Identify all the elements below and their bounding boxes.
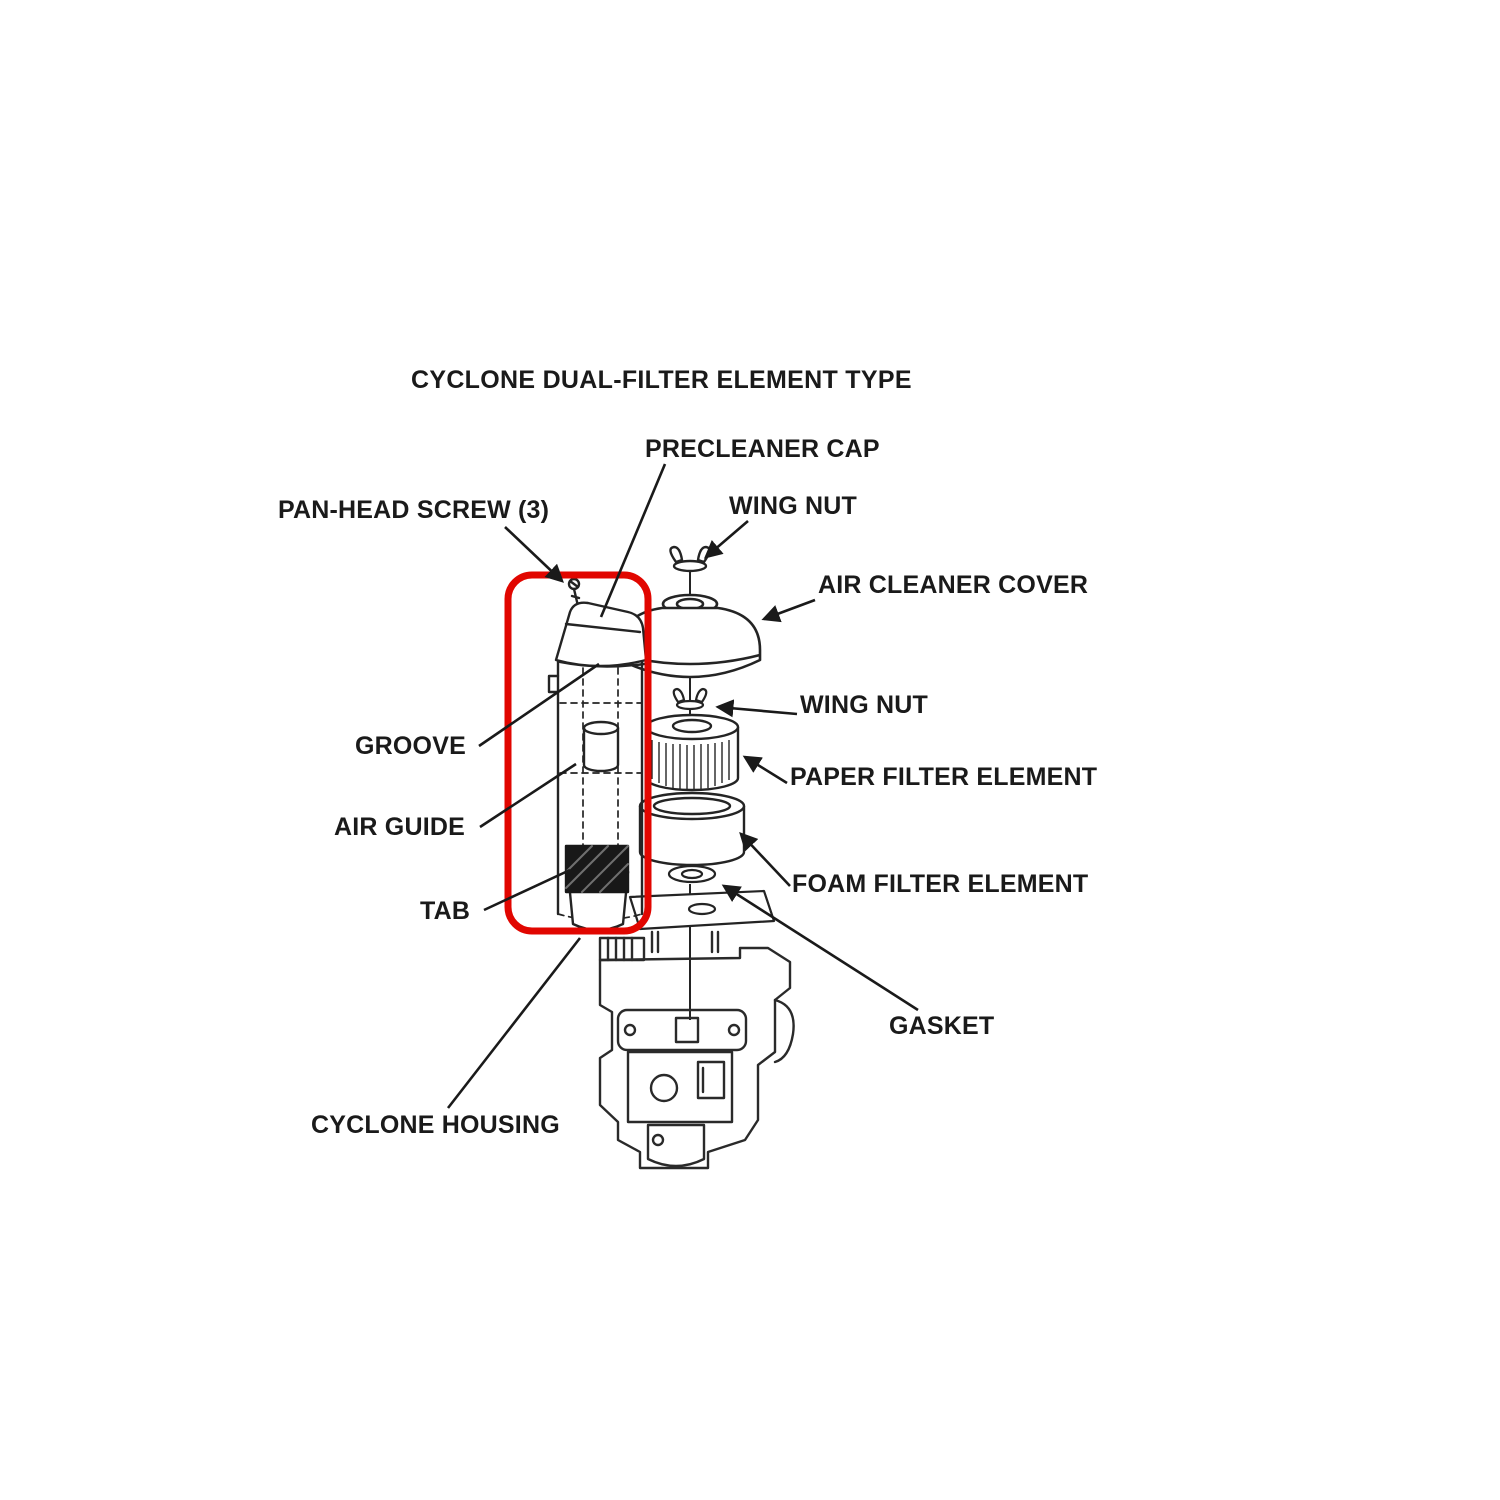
tab-drawing bbox=[564, 844, 630, 894]
highlight-box bbox=[504, 571, 652, 935]
leader-pan-head-screw bbox=[504, 526, 564, 583]
label-pan-head-screw: PAN-HEAD SCREW (3) bbox=[278, 496, 550, 524]
label-precleaner-cap: PRECLEANER CAP bbox=[645, 435, 880, 463]
label-wing-nut-lower: WING NUT bbox=[800, 691, 928, 719]
leader-groove bbox=[478, 662, 600, 748]
foam-filter-element-drawing bbox=[638, 791, 746, 867]
label-cyclone-housing: CYCLONE HOUSING bbox=[311, 1111, 560, 1139]
precleaner-cap-drawing bbox=[554, 601, 648, 668]
label-gasket: GASKET bbox=[889, 1012, 995, 1040]
cyclone-housing-drawing bbox=[547, 577, 648, 932]
leader-precleaner-cap bbox=[599, 463, 667, 618]
leader-gasket bbox=[721, 884, 919, 1012]
wing-nut-lower-drawing bbox=[672, 687, 708, 711]
label-foam-filter-element: FOAM FILTER ELEMENT bbox=[792, 870, 1089, 898]
leader-wing-nut-top bbox=[703, 520, 749, 559]
label-air-cleaner-cover: AIR CLEANER COVER bbox=[818, 571, 1089, 599]
leader-air-cleaner-cover bbox=[761, 598, 816, 623]
label-groove: GROOVE bbox=[355, 732, 466, 760]
paper-filter-element-drawing bbox=[644, 713, 740, 792]
air-cleaner-cover-drawing bbox=[618, 593, 762, 679]
pan-head-screw-drawing bbox=[567, 577, 581, 608]
wing-nut-top-drawing bbox=[669, 545, 711, 573]
diagram-title: CYCLONE DUAL-FILTER ELEMENT TYPE bbox=[411, 366, 912, 394]
base-gasket-sheet-drawing bbox=[628, 889, 776, 931]
label-air-guide: AIR GUIDE bbox=[334, 813, 465, 841]
leader-air-guide bbox=[479, 762, 577, 829]
leader-cyclone-housing bbox=[446, 937, 582, 1109]
leader-tab bbox=[483, 868, 571, 912]
leader-lines bbox=[446, 463, 919, 1109]
label-wing-nut-top: WING NUT bbox=[729, 492, 857, 520]
leader-paper-filter bbox=[742, 755, 788, 785]
label-paper-filter-element: PAPER FILTER ELEMENT bbox=[790, 763, 1098, 791]
leader-wing-nut-lower bbox=[715, 699, 798, 718]
engine-drawing bbox=[598, 930, 795, 1170]
label-tab: TAB bbox=[420, 897, 471, 925]
air-guide-drawing bbox=[582, 720, 620, 773]
gasket-drawing bbox=[667, 864, 717, 884]
leader-foam-filter bbox=[739, 832, 791, 887]
